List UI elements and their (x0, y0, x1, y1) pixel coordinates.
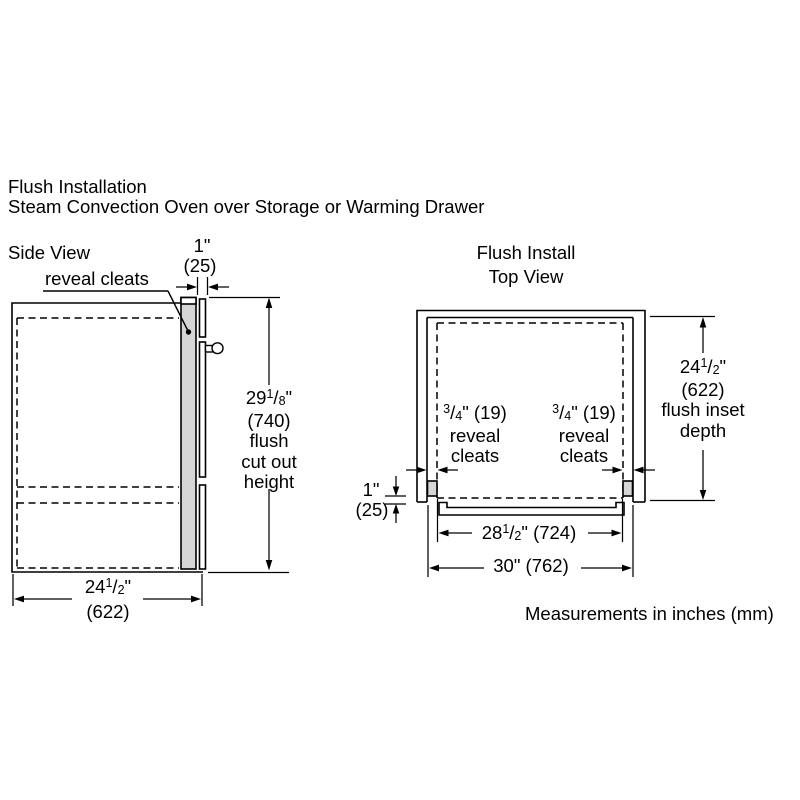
reveal-cleats-leader-line (43, 290, 192, 335)
dimension-caption: flush (249, 430, 289, 451)
side-drawer-front-panel (198, 484, 207, 570)
side-reveal-cleat-bar (180, 296, 197, 570)
dimension-mm: (622) (681, 378, 725, 400)
top-view-title-line2: Top View (488, 266, 564, 287)
side-door-thickness-mm: (25) (183, 255, 217, 276)
side-oven-door-panel (198, 341, 207, 478)
top-cleat-inset-inches: 1" (362, 479, 380, 500)
top-opening-width-label: 281/2" (724) (481, 522, 577, 543)
page-title-line1: Flush Installation (8, 176, 147, 197)
top-cleat-inset-dimension (385, 476, 406, 523)
dimension-caption: cut out (241, 450, 297, 472)
dimension-value: 241/2" (679, 356, 727, 377)
door-handle-icon (204, 342, 224, 355)
side-depth-mm: (622) (86, 601, 130, 622)
top-left-reveal-cleat (426, 480, 438, 497)
side-door-thickness-dimension (176, 277, 229, 295)
top-oven-dashed-outline (436, 322, 624, 499)
side-cleat-top-cap (180, 296, 197, 305)
dimension-caption: height (243, 471, 295, 492)
top-cleat-inset-mm: (25) (355, 499, 389, 520)
side-control-panel (198, 298, 207, 338)
top-right-reveal-cleat (622, 480, 634, 497)
side-door-thickness-inches: 1" (193, 235, 211, 256)
page-title-line2: Steam Convection Oven over Storage or Wa… (8, 196, 485, 217)
top-inset-depth-label: 241/2" (622) flush inset depth (661, 356, 745, 441)
side-view-title: Side View (8, 242, 90, 263)
dimension-value: 3/4" (19) (443, 402, 507, 423)
dimension-caption: depth (679, 419, 727, 441)
cleat-caption: cleats (450, 445, 500, 466)
side-cutout-dashed-lines (16, 317, 179, 569)
cleat-caption: reveal (558, 424, 610, 446)
side-cutout-height-dimension (208, 296, 289, 574)
top-inset-depth-dimension (650, 315, 715, 502)
dimension-value: 291/8" (245, 387, 293, 408)
side-depth-value: 241/2" (84, 576, 132, 597)
dimension-mm: (740) (247, 409, 291, 431)
dimension-caption: flush inset (661, 399, 745, 420)
top-overall-width-label: 30" (762) (493, 555, 569, 576)
measurements-note: Measurements in inches (mm) (525, 603, 774, 624)
top-right-cleat-dimension (602, 466, 655, 474)
right-cleat-label: 3/4" (19) reveal cleats (552, 402, 616, 467)
top-overall-width-dimension (427, 505, 634, 577)
side-view-drawing (11, 277, 289, 606)
side-cabinet-outline (11, 302, 203, 573)
side-cutout-height-label: 291/8" (740) flush cut out height (241, 387, 297, 493)
top-view-title-line1: Flush Install (476, 242, 576, 263)
cleat-caption: cleats (559, 445, 609, 466)
top-oven-door-and-handle (438, 501, 625, 516)
dimension-value: 3/4" (19) (552, 402, 616, 423)
left-cleat-label: 3/4" (19) reveal cleats (443, 402, 507, 467)
cleat-caption: reveal (449, 424, 501, 446)
top-view-drawing (385, 309, 715, 577)
top-cabinet-outer-outline (416, 309, 646, 502)
top-opening-width-dimension (436, 499, 624, 542)
side-depth-dimension (12, 574, 203, 606)
top-left-cleat-dimension (406, 466, 458, 474)
reveal-cleats-callout: reveal cleats (45, 268, 149, 289)
